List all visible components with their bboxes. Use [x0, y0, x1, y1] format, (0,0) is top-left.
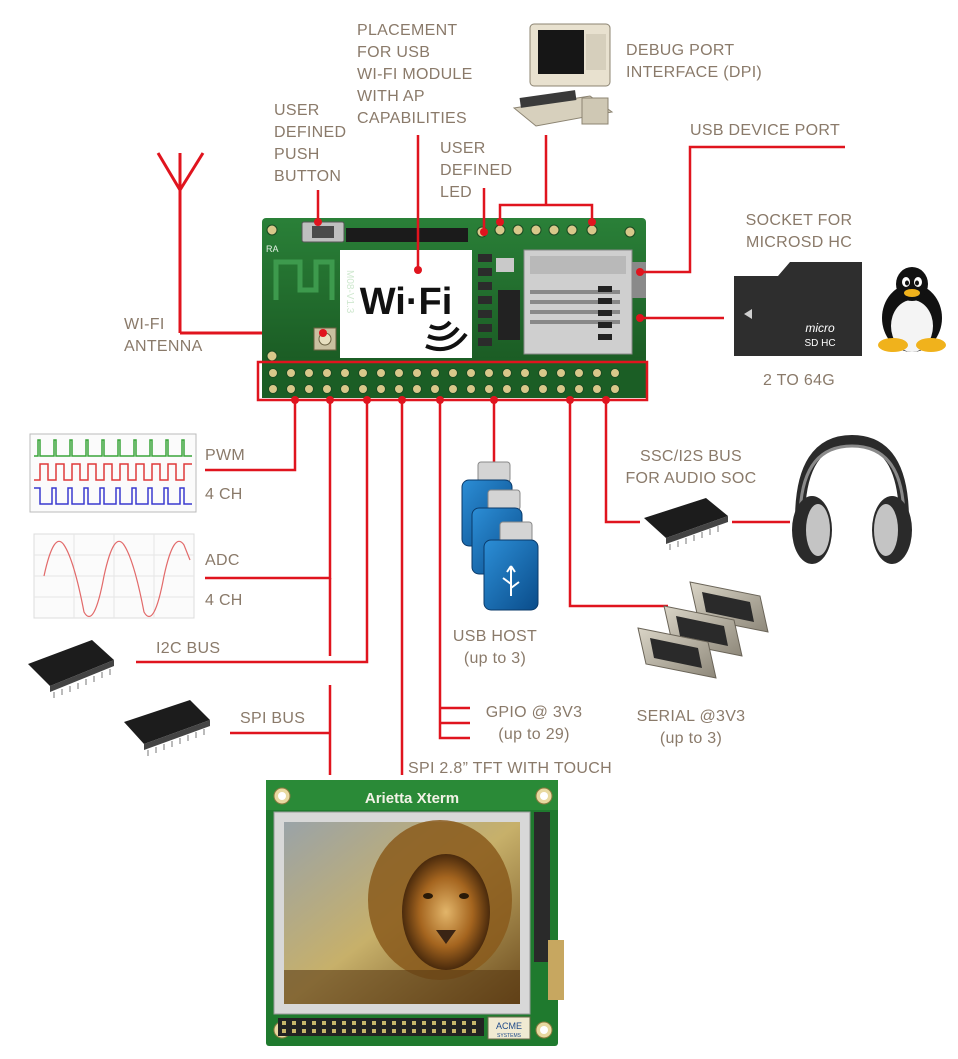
tux-linux-icon: [878, 267, 946, 352]
pcb-mark: RA: [266, 244, 279, 254]
connection-lines: [136, 135, 845, 775]
label-adc: ADC: [205, 552, 240, 569]
headphones-icon: [792, 434, 912, 564]
acme-logo-sub: SYSTEMS: [497, 1033, 522, 1039]
audio-chip-icon: [644, 498, 728, 550]
label-debug-port: DEBUG PORT INTERFACE (DPI): [626, 42, 763, 81]
label-usb-host: USB HOST (up to 3): [452, 628, 538, 667]
label-microsd: SOCKET FOR MICROSD HC: [745, 212, 853, 251]
connection-dots: [291, 218, 644, 404]
wifi-module-placement: [340, 250, 472, 358]
label-pwm: PWM: [205, 447, 246, 464]
label-pwm-channels: 4 CH: [205, 486, 243, 503]
label-spi-tft: SPI 2.8” TFT WITH TOUCH: [408, 760, 612, 777]
label-gpio: GPIO @ 3V3 (up to 29): [485, 704, 583, 743]
label-wifi-placement: PLACEMENT FOR USB WI-FI MODULE WITH AP C…: [357, 22, 473, 127]
wifi-logo: Wi·Fi: [360, 281, 453, 323]
label-usb-device: USB DEVICE PORT: [690, 122, 841, 139]
acme-logo: ACME: [496, 1021, 522, 1031]
tft-display-board: Arietta Xterm ACME SYSTEMS: [266, 780, 564, 1046]
i2c-chip-icon: [28, 640, 114, 698]
microsd-logo-top: micro: [805, 321, 835, 335]
adc-waveform-icon: [33, 533, 195, 619]
microsd-logo-bottom: SD HC: [804, 338, 835, 349]
label-wifi-antenna: WI-FI ANTENNA: [124, 316, 203, 355]
microsd-card-icon: micro SD HC: [734, 262, 862, 356]
usb-sticks-icon: [461, 461, 539, 611]
terminal-icon: [512, 23, 614, 127]
label-spi: SPI BUS: [240, 710, 306, 727]
pwm-waveform-icon: [29, 433, 197, 513]
pcb-version-label: M08-V1.3: [344, 270, 355, 314]
label-adc-channels: 4 CH: [205, 592, 243, 609]
label-i2c: I2C BUS: [156, 640, 221, 657]
label-ssc-i2s: SSC/I2S BUS FOR AUDIO SOC: [625, 448, 757, 487]
label-user-button: USER DEFINED PUSH BUTTON: [274, 102, 347, 185]
label-serial: SERIAL @3V3 (up to 3): [636, 708, 746, 747]
label-user-led: USER DEFINED LED: [440, 140, 513, 201]
arietta-board: Wi·Fi M08-V1.3 RA: [262, 218, 646, 398]
spi-chip-icon: [124, 700, 210, 756]
pin-header: [268, 368, 620, 394]
display-title: Arietta Xterm: [365, 790, 459, 807]
label-microsd-size: 2 TO 64G: [762, 372, 836, 389]
serial-connectors-icon: [637, 581, 769, 679]
